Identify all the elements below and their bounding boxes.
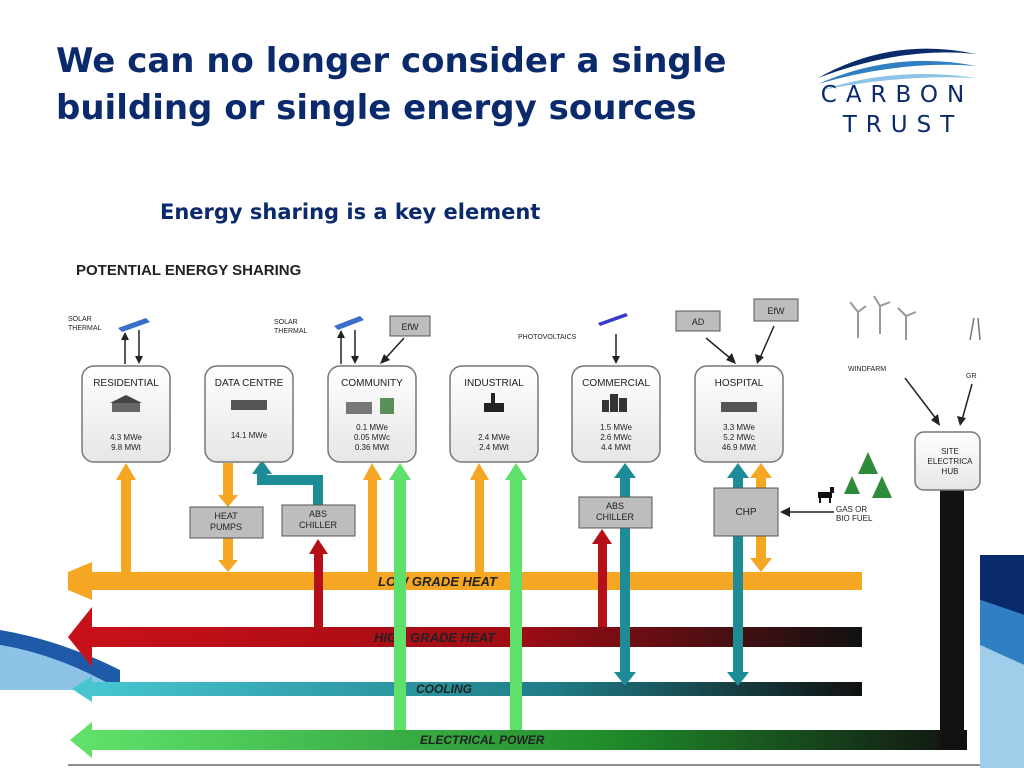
- bus-label-cooling: COOLING: [416, 682, 472, 696]
- flow-abschiller-datacentre: [252, 460, 323, 505]
- building-commercial: COMMERCIAL 1.5 MWe 2.6 MWc 4.4 MWt: [571, 365, 661, 463]
- flow-community: [363, 463, 411, 730]
- svg-text:SOLAR: SOLAR: [274, 319, 298, 326]
- svg-text:SITE: SITE: [941, 447, 959, 456]
- svg-text:CHILLER: CHILLER: [299, 520, 338, 530]
- bus-electrical-power: ELECTRICAL POWER: [70, 722, 967, 758]
- svg-text:SOLAR: SOLAR: [68, 316, 92, 323]
- building-residential: RESIDENTIAL 4.3 MWe 9.8 MWt: [81, 365, 171, 463]
- building-commercial-value-1: 1.5 MWe: [600, 423, 632, 432]
- community-building-icon: [346, 402, 372, 414]
- svg-text:EfW: EfW: [768, 306, 786, 316]
- factory-icon: [484, 393, 504, 412]
- source-efw-1: EfW: [380, 315, 431, 364]
- bus-low-grade-heat: LOW GRADE HEAT: [68, 562, 862, 600]
- building-community-value-1: 0.1 MWe: [356, 423, 388, 432]
- carbon-trust-logo: CARBON TRUST: [812, 34, 982, 144]
- source-windfarm: WINDFARM GR: [848, 295, 981, 426]
- building-data-centre-label: DATA CENTRE: [215, 378, 284, 389]
- building-industrial-label: INDUSTRIAL: [464, 378, 524, 389]
- wind-turbine-icon: [849, 295, 917, 340]
- building-hospital-value-3: 46.9 MWt: [722, 443, 757, 452]
- flow-industrial: [470, 463, 527, 730]
- source-solar-thermal-1: SOLAR THERMAL: [68, 316, 150, 364]
- building-community: COMMUNITY 0.1 MWe 0.05 MWc 0.36 MWt: [327, 365, 417, 463]
- gas-bio-fuel-source: GAS OR BIO FUEL: [780, 452, 892, 523]
- logo-waves-icon: [818, 48, 976, 90]
- bus-label-low-grade-heat: LOW GRADE HEAT: [378, 574, 498, 589]
- svg-text:BIO FUEL: BIO FUEL: [836, 514, 873, 523]
- building-industrial-value-1: 2.4 MWe: [478, 433, 510, 442]
- source-photovoltaics: PHOTOVOLTAICS: [518, 313, 628, 364]
- building-hospital-value-1: 3.3 MWe: [723, 423, 755, 432]
- bus-label-electrical-power: ELECTRICAL POWER: [420, 733, 545, 747]
- pylon-icon: [969, 317, 981, 341]
- building-commercial-value-2: 2.6 MWc: [600, 433, 632, 442]
- horse-icon: [818, 487, 834, 503]
- building-data-centre-value-1: 14.1 MWe: [231, 431, 268, 440]
- house-icon: [112, 402, 140, 412]
- equipment-heat-pumps: HEAT PUMPS: [189, 506, 264, 539]
- svg-text:PHOTOVOLTAICS: PHOTOVOLTAICS: [518, 334, 577, 341]
- svg-text:CHP: CHP: [735, 507, 756, 518]
- site-electrical-hub: SITE ELECTRICA HUB: [914, 431, 981, 491]
- svg-text:HUB: HUB: [942, 467, 959, 476]
- svg-text:THERMAL: THERMAL: [274, 328, 308, 335]
- solar-panel-icon: [118, 318, 150, 332]
- svg-text:WINDFARM: WINDFARM: [848, 366, 886, 373]
- flow-commercial: [592, 463, 636, 686]
- svg-text:ELECTRICA: ELECTRICA: [928, 457, 974, 466]
- svg-text:ABS: ABS: [309, 509, 327, 519]
- source-solar-thermal-2: SOLAR THERMAL: [274, 316, 364, 364]
- svg-text:CHILLER: CHILLER: [596, 512, 635, 522]
- building-community-value-2: 0.05 MWc: [354, 433, 390, 442]
- svg-text:HEAT: HEAT: [214, 511, 238, 521]
- building-commercial-value-3: 4.4 MWt: [601, 443, 632, 452]
- svg-text:EfW: EfW: [402, 322, 420, 332]
- building-community-value-3: 0.36 MWt: [355, 443, 390, 452]
- svg-text:THERMAL: THERMAL: [68, 325, 102, 332]
- building-community-label: COMMUNITY: [341, 378, 403, 389]
- equipment-chp: CHP: [713, 487, 779, 537]
- equipment-abs-chiller-1: ABS CHILLER: [281, 504, 356, 537]
- flow-highheat-abschiller-1: [309, 539, 328, 627]
- building-residential-value-2: 9.8 MWt: [111, 443, 142, 452]
- building-data-centre: DATA CENTRE 14.1 MWe: [204, 365, 294, 463]
- pv-panel-icon: [598, 313, 628, 326]
- building-hospital-label: HOSPITAL: [715, 378, 764, 389]
- svg-text:GAS OR: GAS OR: [836, 505, 867, 514]
- hospital-building-icon: [721, 402, 757, 412]
- slide-title: We can no longer consider a single build…: [56, 41, 727, 128]
- bus-cooling: COOLING: [72, 676, 862, 702]
- bus-label-high-grade-heat: HIGH GRADE HEAT: [374, 630, 496, 645]
- building-residential-value-1: 4.3 MWe: [110, 433, 142, 442]
- slide-subtitle: Energy sharing is a key element: [160, 200, 541, 224]
- building-industrial: INDUSTRIAL 2.4 MWe 2.4 MWt: [449, 365, 539, 463]
- equipment-abs-chiller-2: ABS CHILLER: [578, 496, 653, 529]
- source-grid-partial-label: GR: [966, 373, 977, 380]
- svg-text:AD: AD: [692, 317, 705, 327]
- source-ad: AD: [675, 310, 736, 364]
- office-towers-icon: [602, 394, 627, 412]
- decorative-swoosh-right: [980, 555, 1024, 768]
- building-industrial-value-2: 2.4 MWt: [479, 443, 510, 452]
- svg-text:ABS: ABS: [606, 501, 624, 511]
- diagram-heading: POTENTIAL ENERGY SHARING: [76, 262, 301, 279]
- solar-panel-icon: [334, 316, 364, 330]
- server-building-icon: [231, 400, 267, 410]
- svg-text:PUMPS: PUMPS: [210, 522, 242, 532]
- trees-icon: [844, 452, 892, 498]
- building-hospital: HOSPITAL 3.3 MWe 5.2 MWc 46.9 MWt: [694, 365, 784, 463]
- flow-residential-heat: [116, 463, 136, 572]
- hub-feed-line: [940, 490, 964, 750]
- building-commercial-label: COMMERCIAL: [582, 378, 650, 389]
- flow-hospital: [727, 463, 772, 686]
- logo-word-trust: TRUST: [842, 112, 964, 138]
- flow-datacentre-heatpumps: [218, 463, 238, 572]
- building-hospital-value-2: 5.2 MWc: [723, 433, 755, 442]
- building-residential-label: RESIDENTIAL: [93, 378, 159, 389]
- logo-word-carbon: CARBON: [820, 82, 974, 108]
- source-efw-2: EfW: [753, 298, 799, 364]
